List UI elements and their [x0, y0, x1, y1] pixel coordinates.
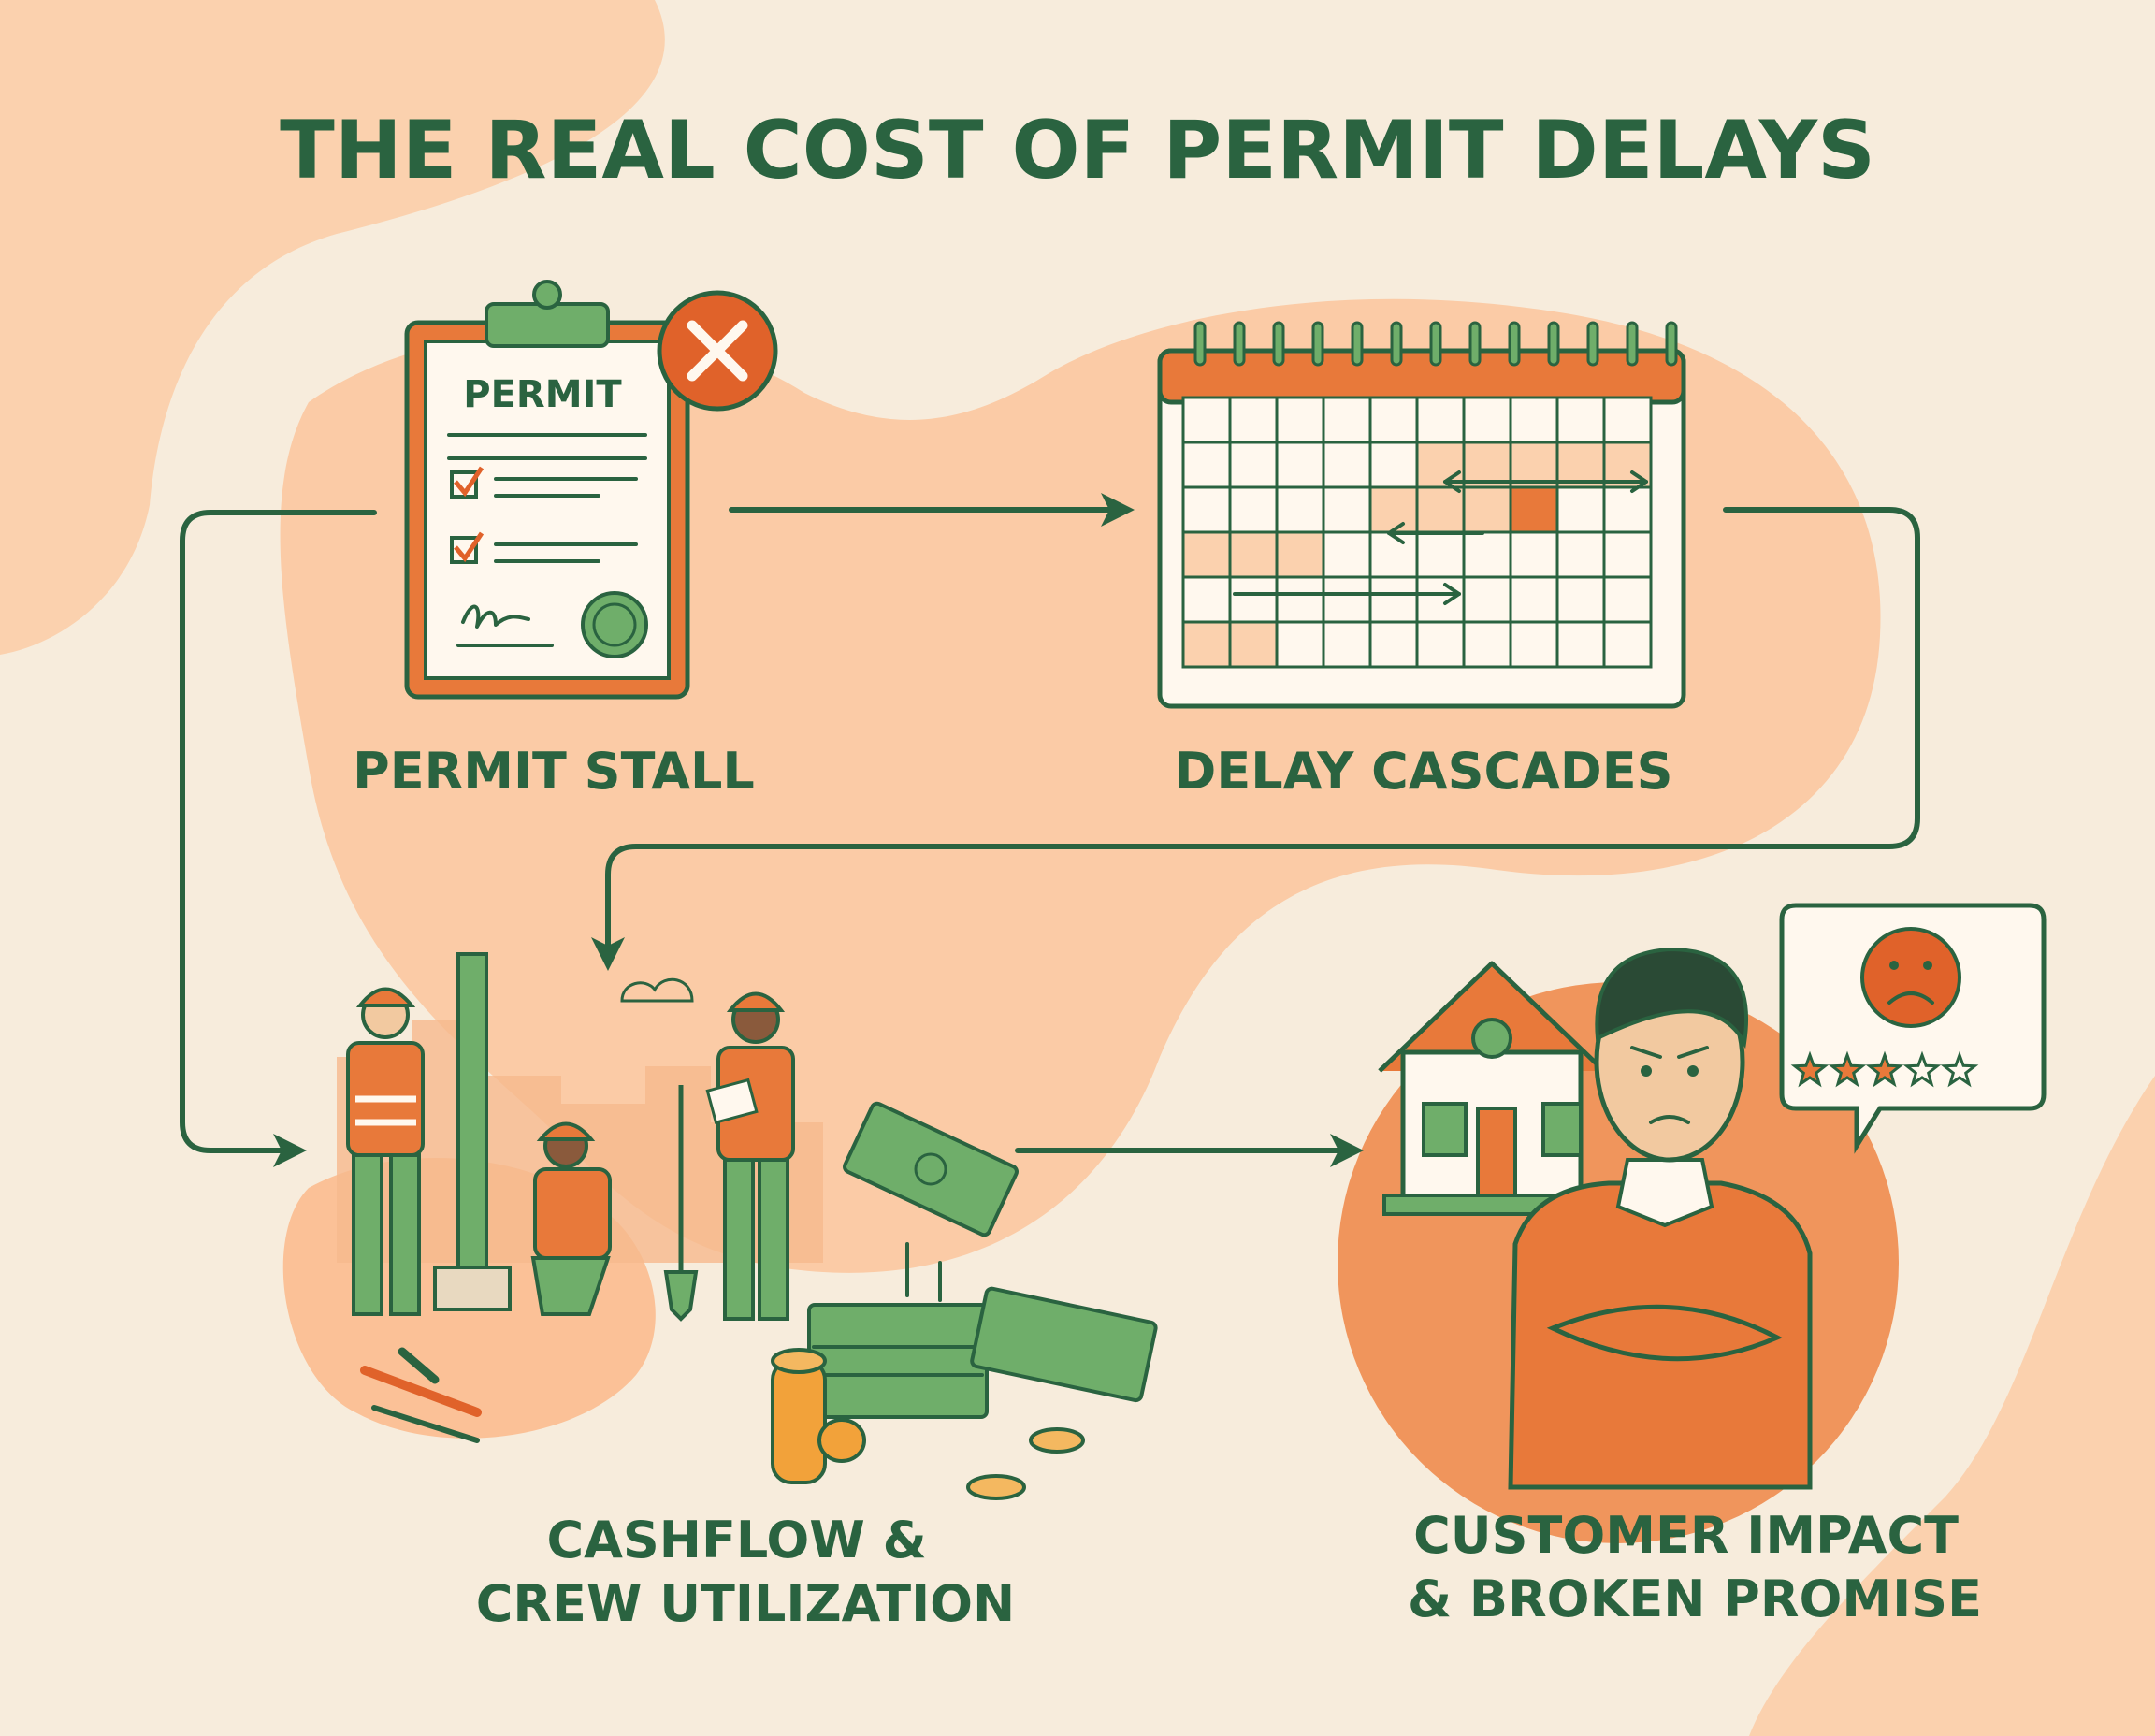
money-stack-icon — [807, 1101, 1158, 1419]
star-icon — [1940, 1050, 1979, 1088]
step-label-customer-impact: CUSTOMER IMPACT & BROKEN PROMISE — [1408, 1506, 1982, 1628]
construction-crew-icon — [337, 952, 823, 1443]
house-icon — [1378, 961, 1606, 1216]
step-label-line: DELAY CASCADES — [1175, 742, 1673, 801]
sad-face-icon — [1860, 927, 1961, 1028]
step-label-line: CREW UTILIZATION — [476, 1574, 1016, 1633]
star-icon — [1828, 1050, 1867, 1088]
step-label-line: PERMIT STALL — [353, 742, 755, 801]
flow-arrows — [180, 493, 1920, 1167]
step-label-line: CASHFLOW & — [546, 1511, 926, 1570]
permit-doc-heading: PERMIT — [463, 373, 622, 416]
step-label-line: CUSTOMER IMPACT — [1413, 1506, 1959, 1565]
step-label-delay-cascades: DELAY CASCADES — [1175, 742, 1673, 801]
coin-stack-icon — [771, 1348, 1085, 1500]
arrow-calendar-to-crew — [591, 507, 1920, 971]
arrow-permit-loop-left — [180, 510, 377, 1167]
frustrated-customer-icon — [1508, 947, 1813, 1490]
review-speech-bubble — [1779, 903, 2047, 1154]
diagram-title: THE REAL COST OF PERMIT DELAYS — [280, 104, 1875, 197]
step-label-cashflow-crew: CASHFLOW & CREW UTILIZATION — [476, 1511, 1016, 1633]
permit-clipboard-icon: PERMIT — [404, 280, 690, 700]
star-rating — [1790, 1050, 1979, 1088]
step-label-permit-stall: PERMIT STALL — [353, 742, 755, 801]
step-label-line: & BROKEN PROMISE — [1408, 1570, 1982, 1628]
rejected-x-icon — [657, 290, 778, 412]
star-icon — [1865, 1050, 1904, 1088]
star-icon — [1902, 1050, 1942, 1088]
star-icon — [1790, 1050, 1830, 1088]
calendar-icon — [1157, 321, 1686, 709]
